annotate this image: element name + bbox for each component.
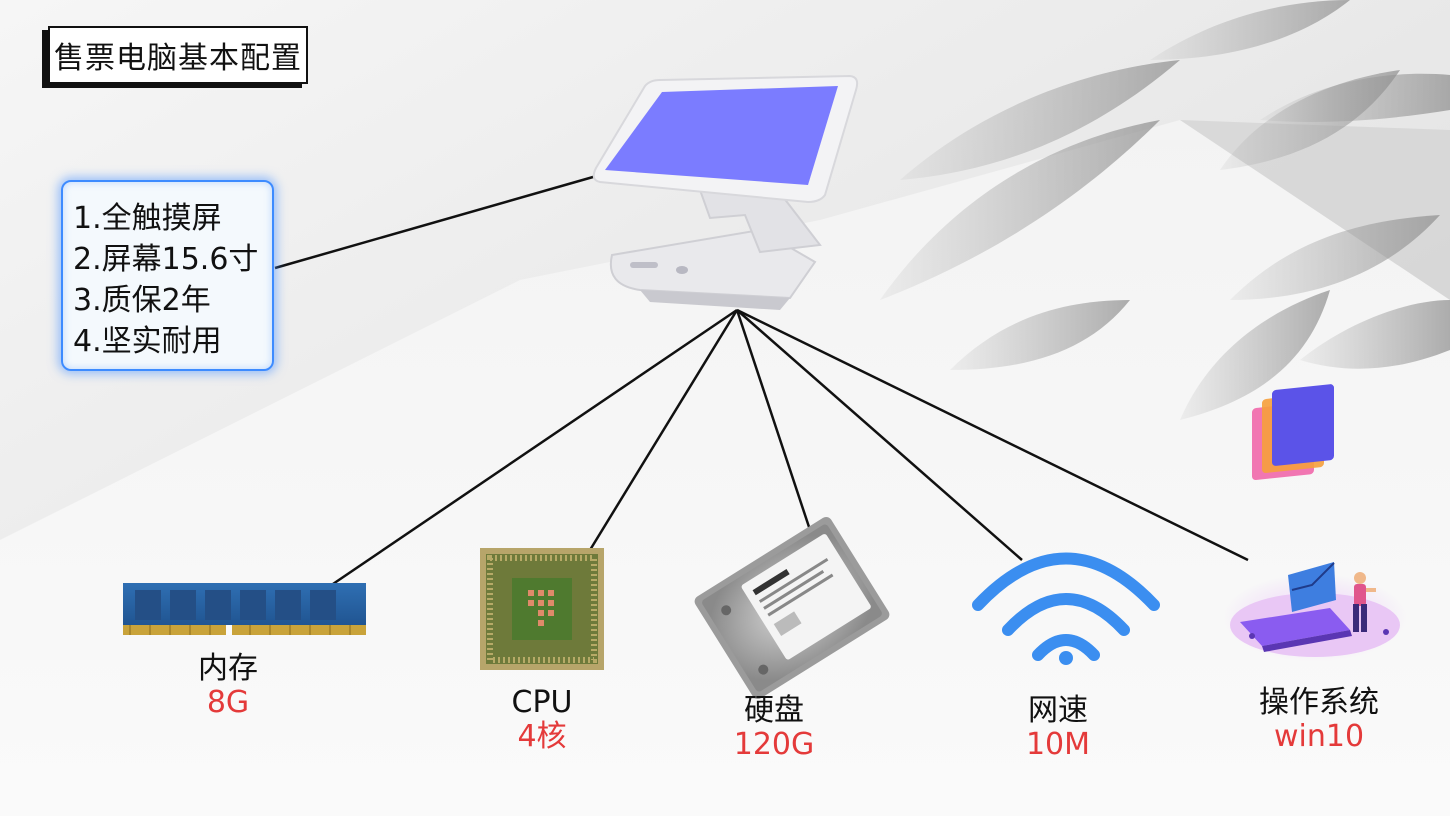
connector-cpu [588, 309, 739, 551]
component-value: 4核 [517, 719, 567, 754]
component-hdd: 硬盘 120G [714, 694, 834, 762]
component-ram: 内存 8G [176, 652, 280, 720]
wifi-icon [972, 552, 1160, 665]
page-title: 售票电脑基本配置 [54, 41, 302, 76]
connector-specs [274, 173, 601, 270]
cpu-chip-icon [480, 548, 604, 670]
spec-item: 3.质保2年 [73, 283, 211, 318]
component-value: 8G [206, 685, 250, 720]
component-value: 10M [1025, 727, 1091, 762]
component-value: 120G [733, 727, 815, 762]
component-network: 网速 10M [1004, 694, 1112, 762]
component-name: 内存 [198, 651, 258, 686]
leaf-shadow-decoration [880, 0, 1450, 420]
connector-lines [274, 173, 1249, 588]
connector-hdd [735, 309, 812, 531]
component-name: 操作系统 [1259, 685, 1379, 720]
component-value: win10 [1273, 719, 1365, 754]
spec-item: 2.屏幕15.6寸 [73, 242, 259, 277]
pos-terminal-icon [592, 74, 859, 310]
component-name: 硬盘 [744, 693, 804, 728]
spec-item: 1.全触摸屏 [73, 201, 222, 236]
connector-os [736, 308, 1249, 562]
connector-ram [329, 308, 738, 588]
hard-disk-icon [694, 516, 890, 700]
ram-module-icon [123, 583, 366, 635]
page-title-box: 售票电脑基本配置 [48, 26, 308, 84]
component-os: 操作系统 win10 [1246, 686, 1392, 754]
component-cpu: CPU 4核 [488, 686, 596, 754]
spec-list-box: 1.全触摸屏 2.屏幕15.6寸 3.质保2年 4.坚实耐用 [61, 180, 274, 371]
component-name: 网速 [1028, 693, 1088, 728]
laptop-illustration-icon [1223, 384, 1407, 662]
connector-wifi [736, 309, 1023, 561]
component-name: CPU [511, 685, 573, 720]
spec-item: 4.坚实耐用 [73, 324, 222, 359]
